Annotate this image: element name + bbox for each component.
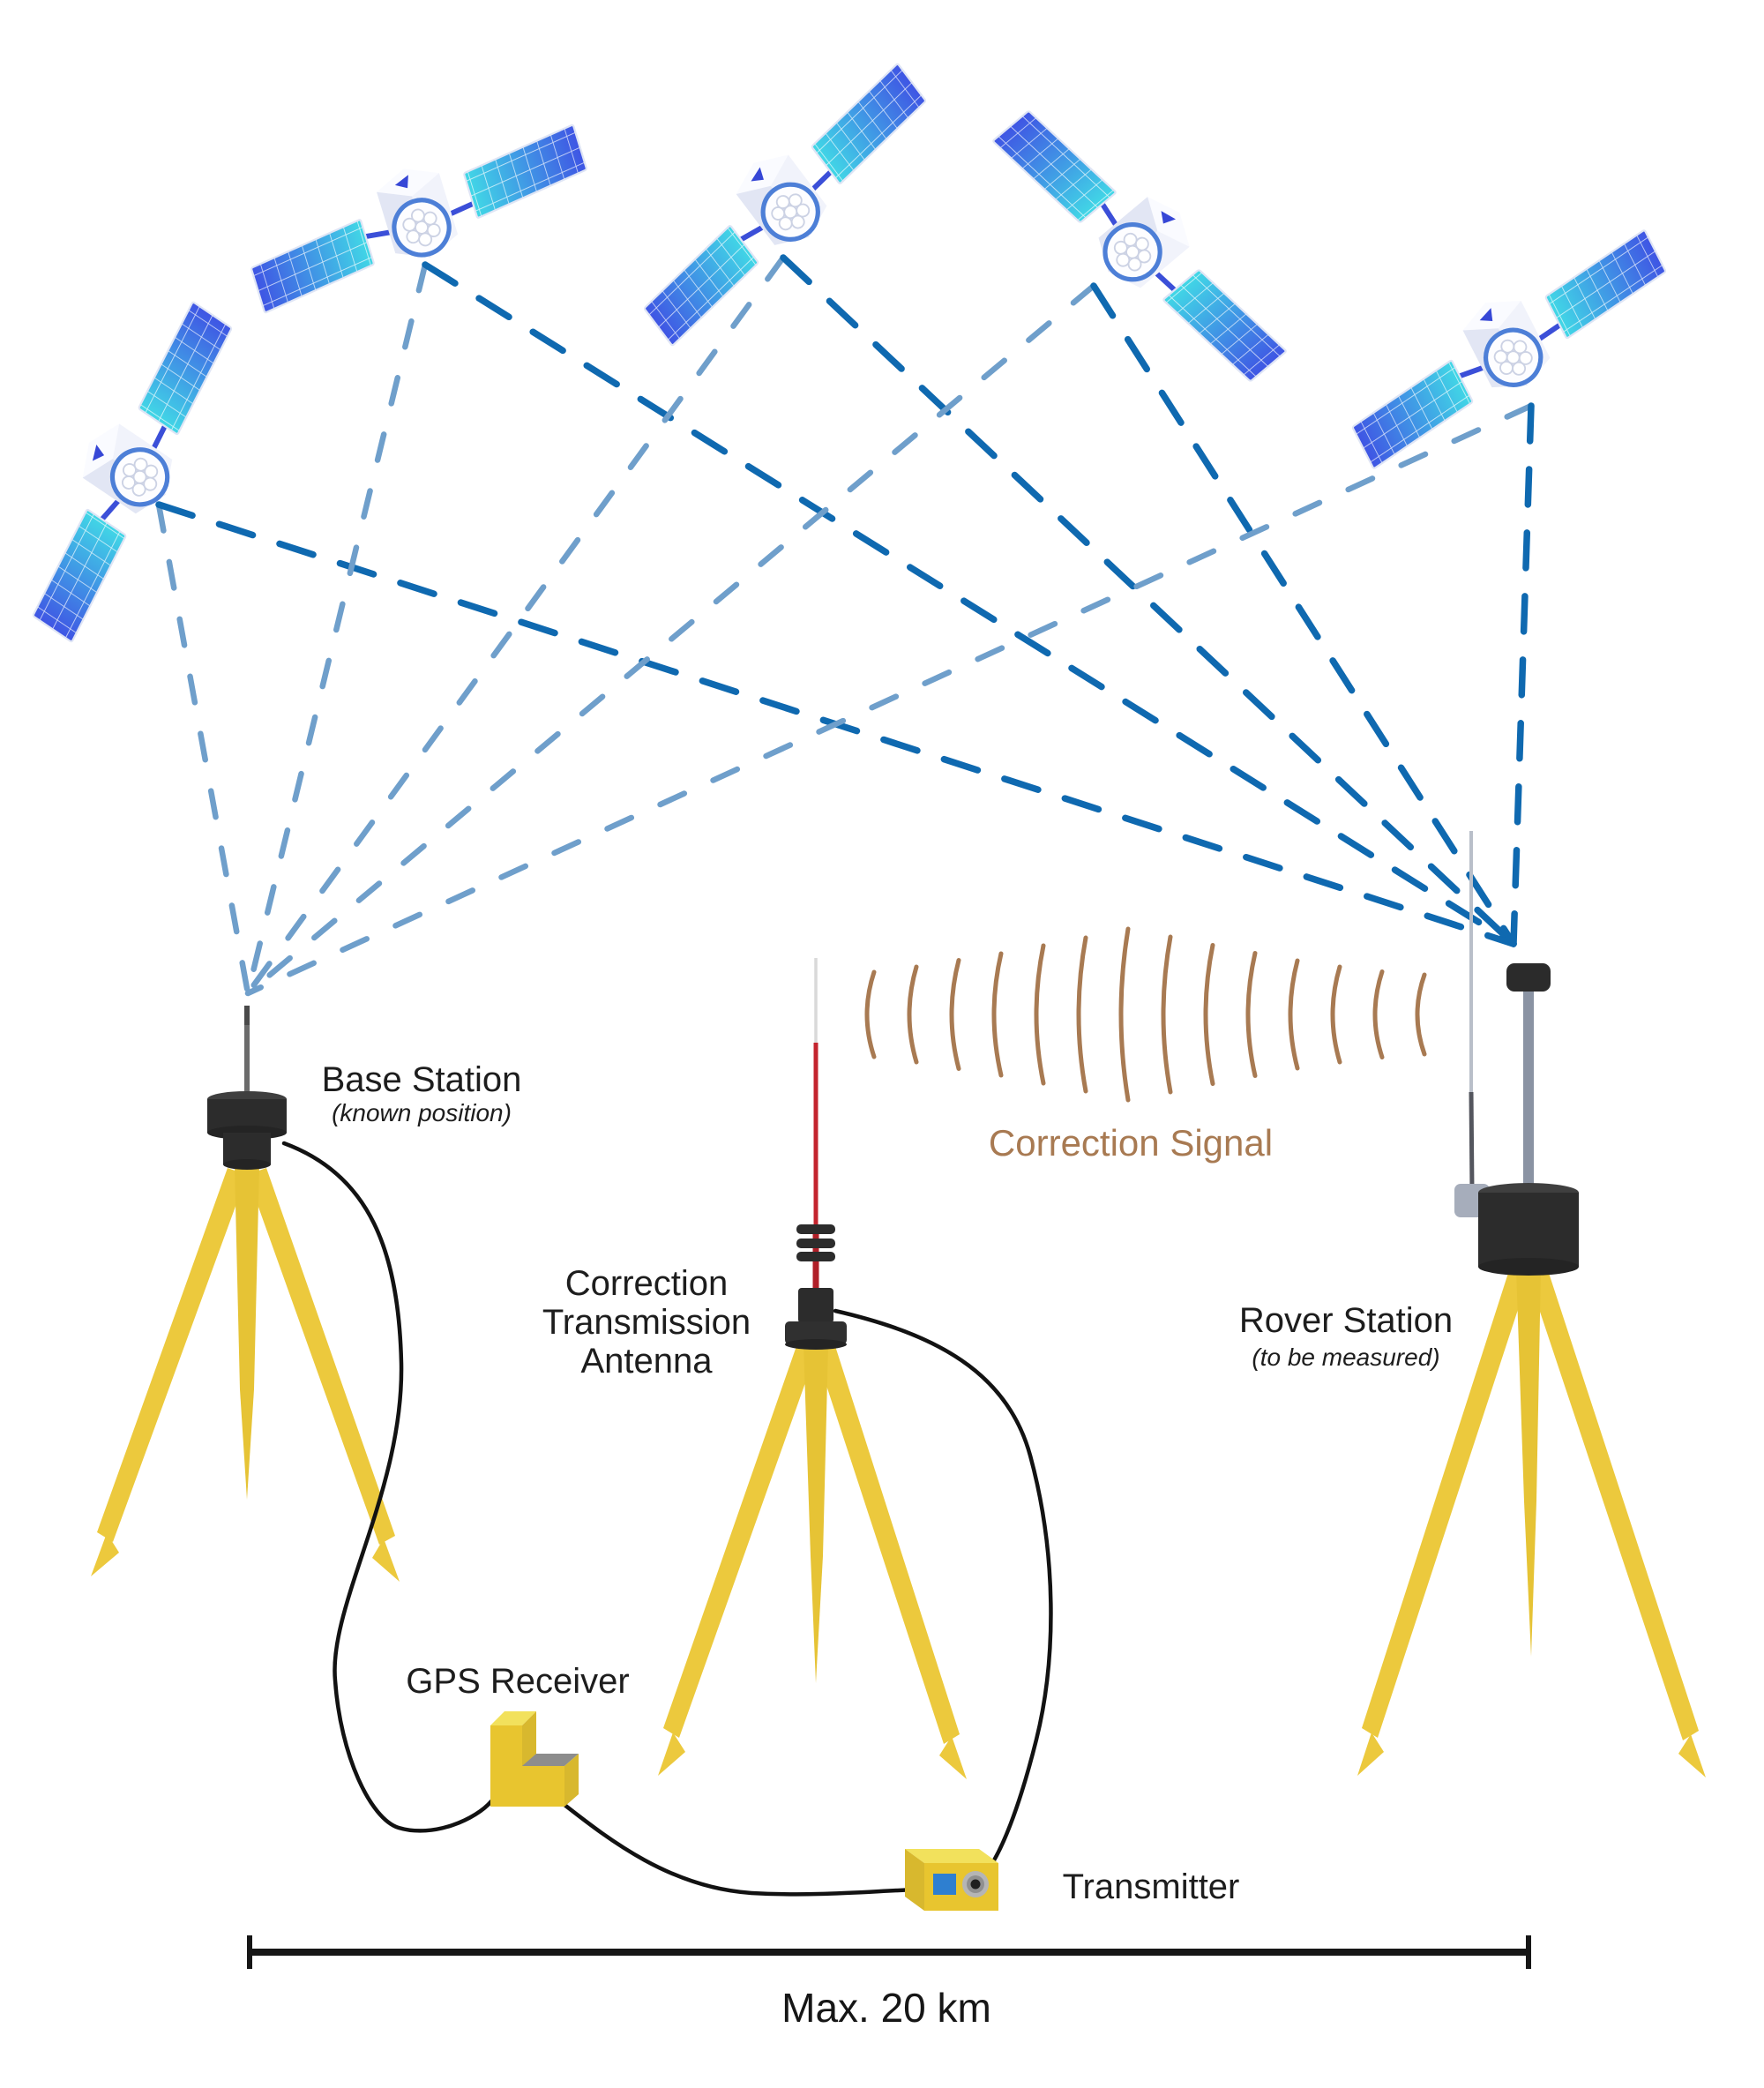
base-tripod-right-leg bbox=[247, 1168, 395, 1545]
correction-signal-arc bbox=[1330, 964, 1342, 1065]
correction-signal-arc bbox=[907, 964, 919, 1065]
cables bbox=[281, 1141, 1053, 1897]
antenna-tripod-right-leg bbox=[816, 1346, 960, 1744]
cable-receiver-to-transmitter bbox=[562, 1802, 920, 1897]
antenna-tripod-left-foot bbox=[658, 1733, 685, 1776]
gps-satellite bbox=[614, 57, 952, 346]
gps-receiver bbox=[490, 1711, 579, 1807]
correction-signal-arc bbox=[1245, 951, 1258, 1078]
signal-beam-to-base bbox=[244, 254, 787, 997]
rover-receiver-bottom bbox=[1478, 1258, 1579, 1276]
signal-beam-to-rover bbox=[780, 254, 1517, 947]
antenna-tripod-left-leg bbox=[663, 1346, 816, 1738]
gps-satellite bbox=[1329, 223, 1685, 468]
antenna-ring bbox=[796, 1252, 835, 1261]
rover-tripod-right-leg bbox=[1529, 1270, 1699, 1740]
correction-signal-arc bbox=[1203, 943, 1215, 1086]
transmitter-top-face bbox=[905, 1849, 998, 1863]
antenna-mount-bottom bbox=[785, 1339, 847, 1350]
signal-beam-to-base bbox=[244, 402, 1535, 997]
base-receiver-neck-bottom bbox=[223, 1159, 271, 1170]
cable-base-to-receiver bbox=[281, 1141, 494, 1833]
base-tripod-center-tip bbox=[240, 1389, 254, 1500]
scale-bar bbox=[247, 1935, 1531, 1969]
correction-signal-arc bbox=[1372, 969, 1385, 1059]
signal-beam-to-rover bbox=[1510, 402, 1535, 947]
antenna-tripod-right-foot bbox=[939, 1736, 967, 1779]
correction-signal-arc bbox=[1118, 926, 1131, 1103]
rover-station-label: Rover Station bbox=[1239, 1301, 1453, 1340]
receiver-gray-plate bbox=[522, 1754, 579, 1766]
antenna-mount-upper bbox=[798, 1288, 833, 1323]
correction-signal-arc bbox=[1161, 934, 1173, 1095]
correction-signal-arc bbox=[1034, 943, 1046, 1086]
correction-signal-arc bbox=[1288, 958, 1300, 1071]
max-distance-label: Max. 20 km bbox=[781, 1985, 991, 2031]
correction-signal-arc bbox=[1415, 972, 1427, 1057]
base-tripod-left-foot bbox=[91, 1533, 119, 1576]
transmitter-left-face bbox=[905, 1849, 924, 1911]
signal-beam-to-base bbox=[155, 501, 251, 997]
gps-satellite bbox=[0, 297, 267, 641]
gps-receiver-label: GPS Receiver bbox=[406, 1662, 629, 1701]
correction-signal-arc bbox=[864, 969, 877, 1059]
transmitter-display bbox=[933, 1874, 956, 1895]
correction-transmission-antenna bbox=[658, 958, 967, 1779]
antenna-ring bbox=[796, 1239, 835, 1248]
antenna-mount-lower bbox=[785, 1321, 847, 1344]
correction-signal-label: Correction Signal bbox=[989, 1122, 1273, 1164]
rover-tripod-center-tip bbox=[1524, 1501, 1536, 1657]
base-station-note: (known position) bbox=[332, 1099, 512, 1126]
rover-receiver-body bbox=[1478, 1193, 1579, 1267]
transmitter bbox=[905, 1849, 998, 1911]
correction-antenna-label-line1: Correction bbox=[565, 1264, 729, 1303]
antenna-ring bbox=[796, 1224, 835, 1234]
receiver-arm-end bbox=[564, 1754, 579, 1807]
cable-transmitter-to-antenna bbox=[833, 1308, 1053, 1883]
signal-beam-to-rover bbox=[422, 261, 1517, 947]
correction-signal-waves bbox=[864, 926, 1427, 1103]
rover-pole bbox=[1523, 979, 1534, 1194]
rover-pole-cap bbox=[1506, 963, 1551, 992]
signal-beam-to-base bbox=[244, 282, 1097, 997]
base-tripod-right-foot bbox=[372, 1538, 400, 1582]
base-tripod-center-leg bbox=[235, 1166, 259, 1389]
antenna-tripod-center-leg bbox=[804, 1344, 828, 1556]
base-tripod-left-leg bbox=[97, 1168, 247, 1542]
rover-tripod-left-leg bbox=[1362, 1270, 1529, 1738]
receiver-front-face bbox=[490, 1725, 522, 1807]
transmitter-connector-pin bbox=[970, 1879, 981, 1890]
correction-signal-arc bbox=[949, 958, 961, 1071]
rover-tripod-right-foot bbox=[1678, 1734, 1706, 1777]
satellite-signal-beams bbox=[155, 254, 1535, 997]
correction-signal-arc bbox=[1076, 935, 1088, 1094]
signal-beam-to-rover bbox=[1090, 282, 1517, 947]
correction-antenna-label-line3: Antenna bbox=[580, 1342, 713, 1381]
antenna-tripod-center-tip bbox=[811, 1556, 823, 1683]
receiver-arm-front bbox=[522, 1766, 564, 1807]
receiver-top-face bbox=[490, 1711, 536, 1725]
signal-beam-to-base bbox=[244, 261, 429, 997]
correction-signal-arc bbox=[991, 951, 1004, 1078]
rover-tripod-left-foot bbox=[1357, 1733, 1384, 1776]
base-station-label: Base Station bbox=[322, 1060, 522, 1099]
base-station bbox=[91, 1006, 400, 1582]
rover-station bbox=[1357, 831, 1706, 1777]
rover-station-note: (to be measured) bbox=[1252, 1343, 1439, 1371]
base-antenna-rod bbox=[244, 1006, 250, 1099]
base-antenna-rod-tip bbox=[244, 1006, 250, 1025]
rover-tripod-center-leg bbox=[1516, 1269, 1541, 1501]
correction-antenna-label-line2: Transmission bbox=[542, 1303, 751, 1342]
rover-whip-antenna-lower bbox=[1469, 1091, 1475, 1192]
transmitter-label: Transmitter bbox=[1063, 1867, 1240, 1906]
